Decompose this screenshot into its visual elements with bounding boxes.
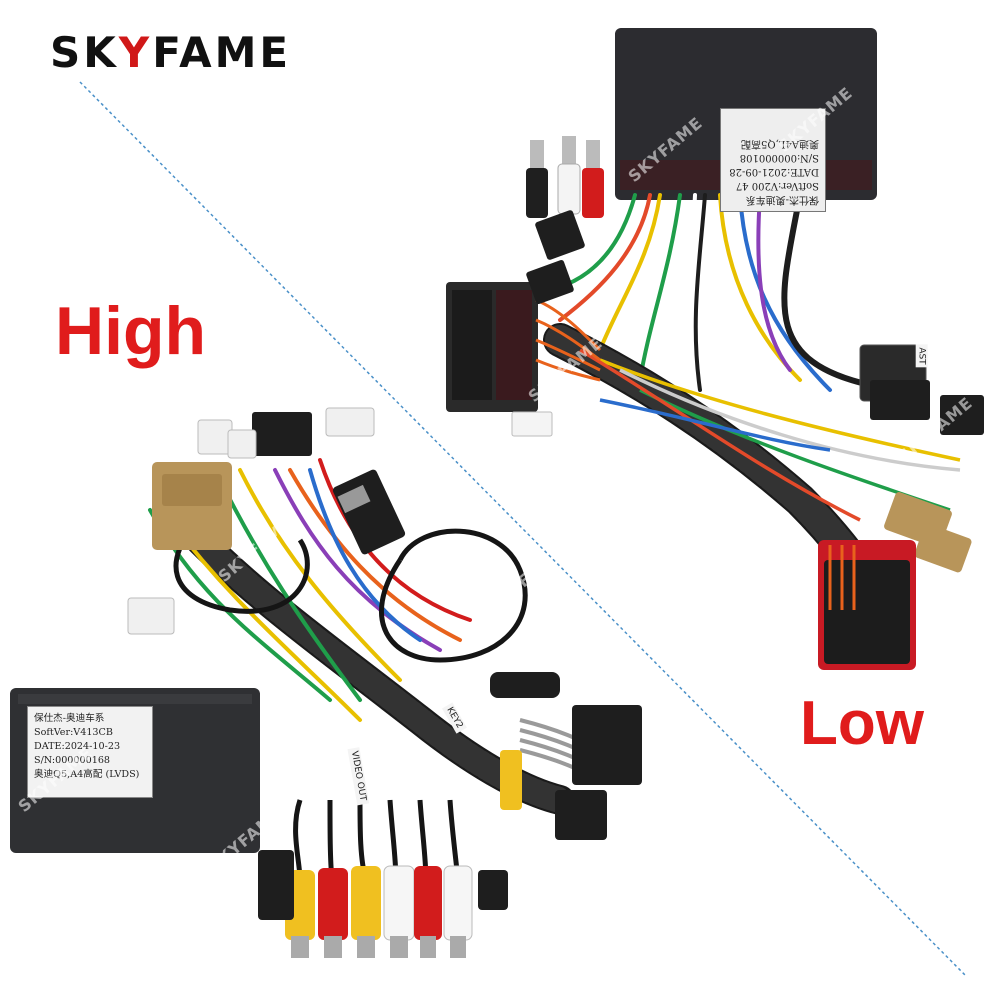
high-ami-connector <box>332 469 406 555</box>
high-connector-black <box>252 412 312 456</box>
high-harness <box>10 407 642 958</box>
high-connector-right <box>572 705 642 785</box>
high-module-label: 保仕杰-奥迪车系 SoftVer:V413CB DATE:2024-10-23 … <box>27 706 153 798</box>
high-rca-plugs <box>258 750 522 958</box>
ast-tag: AST <box>915 344 928 368</box>
brand-logo: SKYFAME <box>50 28 292 77</box>
high-dc-jack <box>490 672 560 698</box>
low-rca-plugs <box>526 136 604 218</box>
label-high: High <box>55 293 207 369</box>
label-low: Low <box>800 689 924 758</box>
low-connector-black <box>535 210 585 260</box>
low-connector-white <box>511 411 553 437</box>
